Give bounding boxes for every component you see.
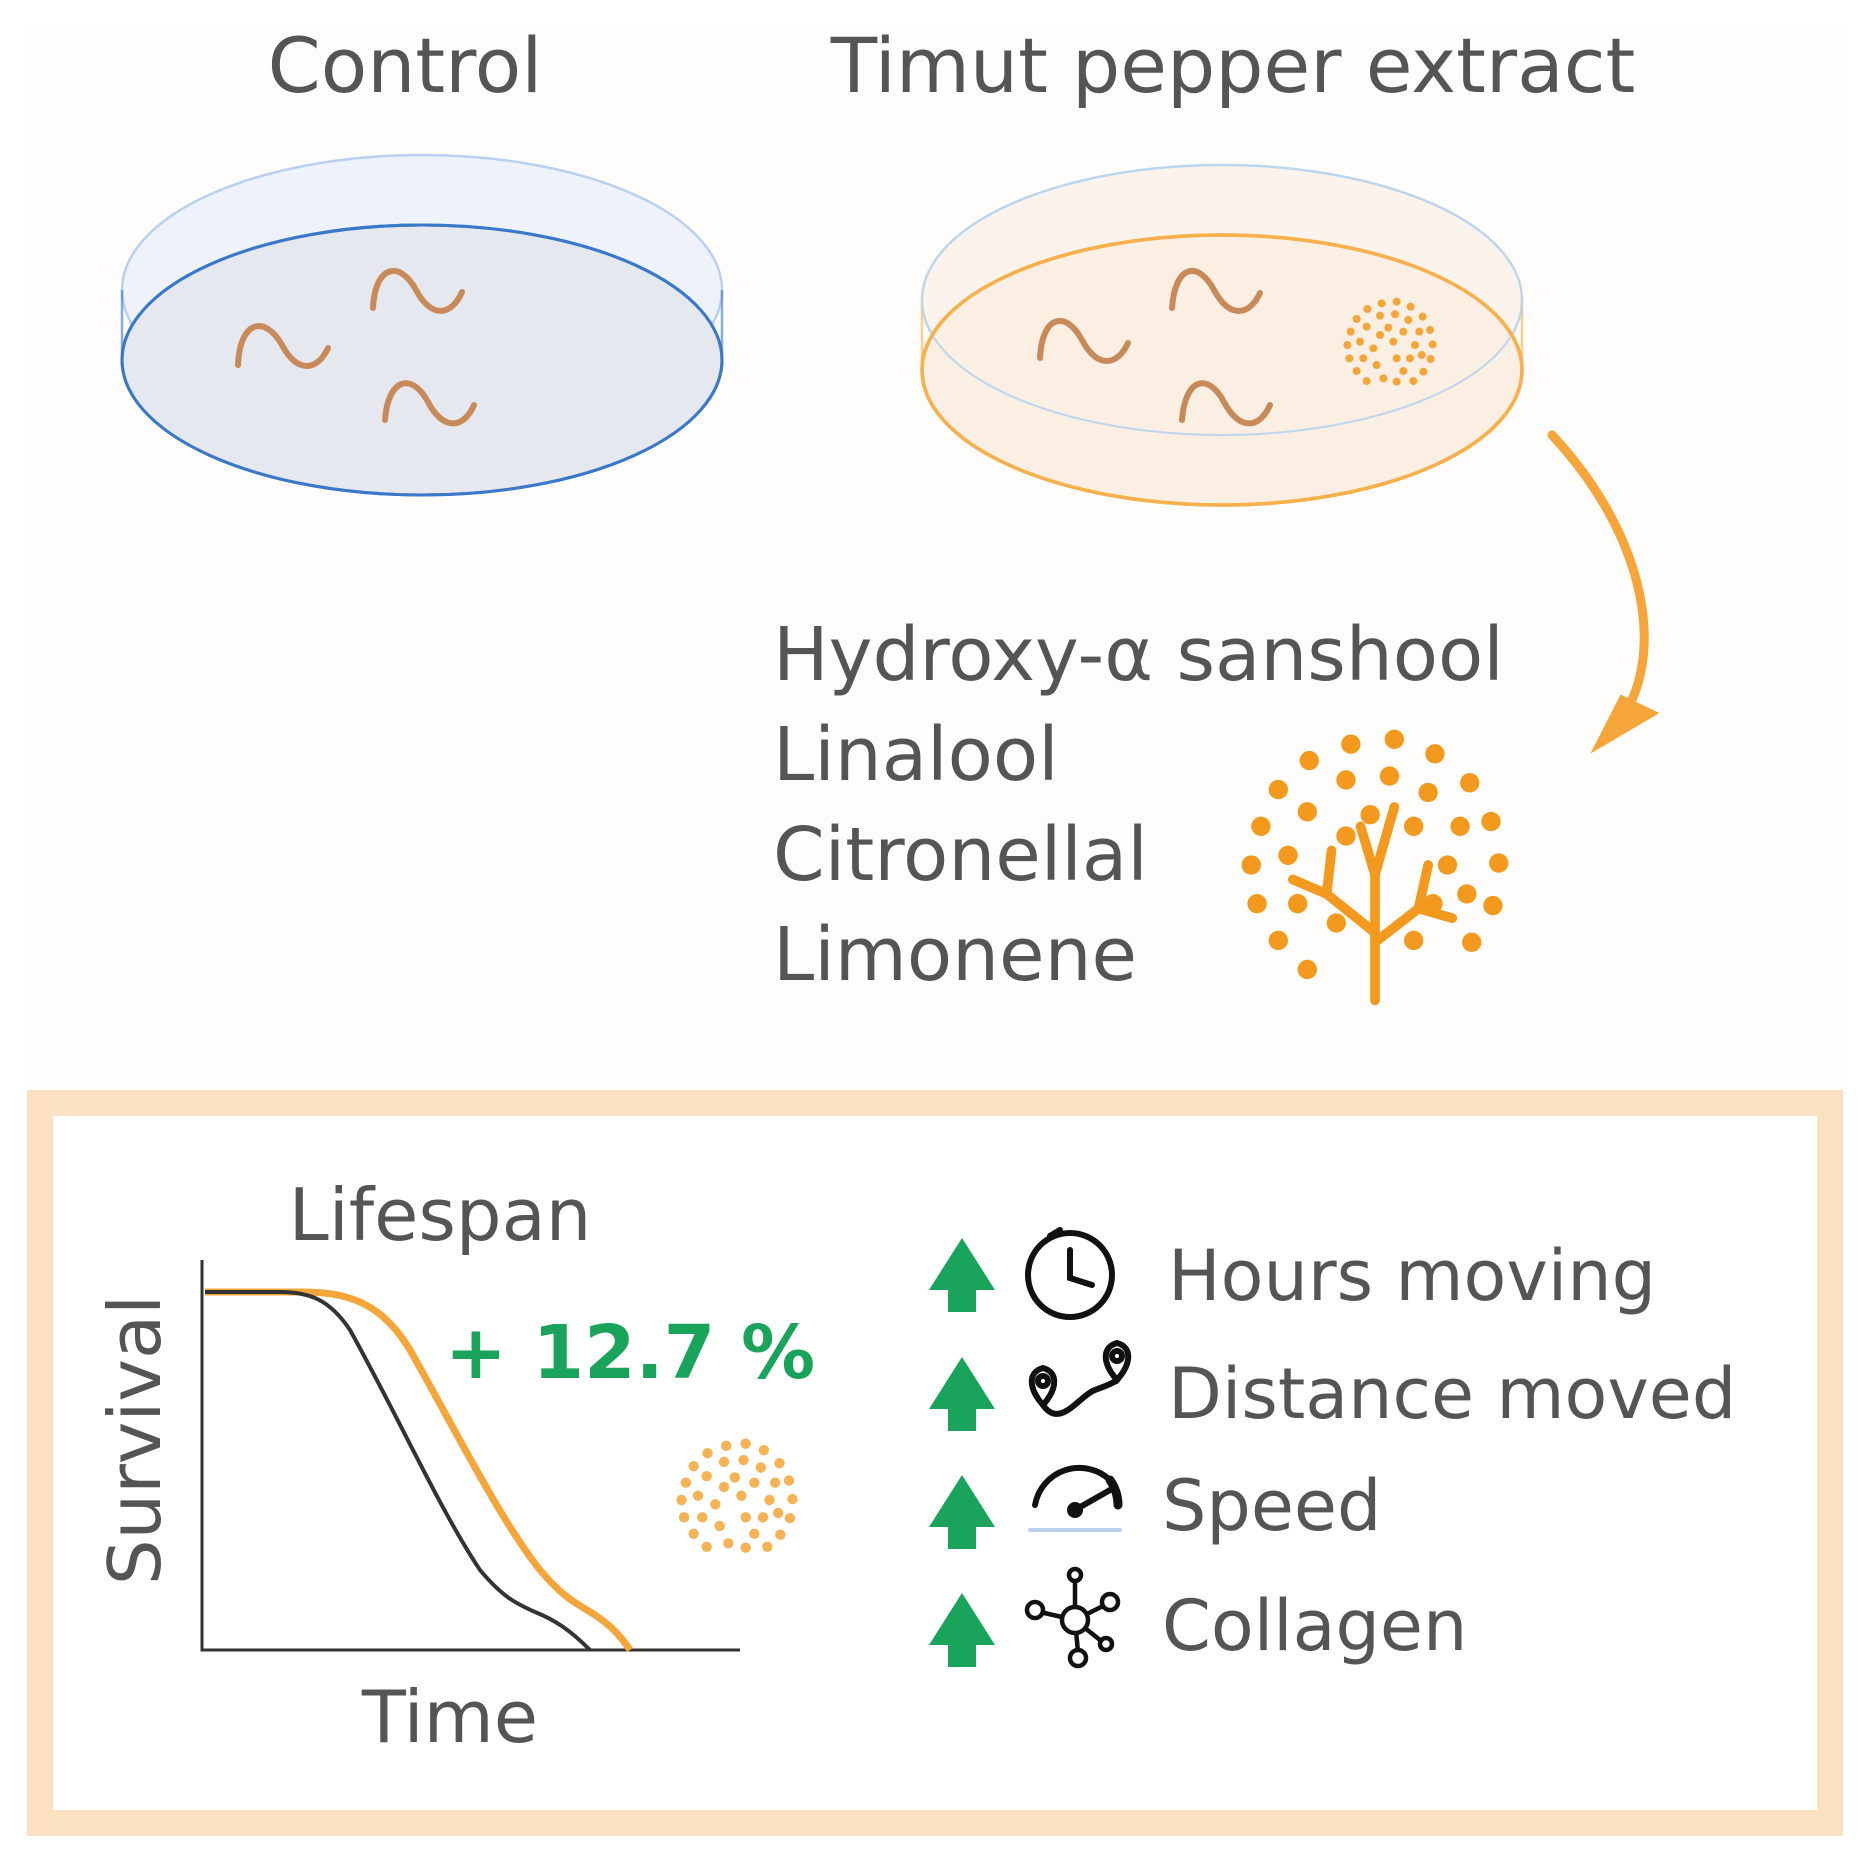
control-worms [235, 268, 477, 427]
effects-list: Hours moving Distance moved [929, 1227, 1736, 1669]
up-arrow-icon [929, 1593, 995, 1667]
effect-row: Hours moving [929, 1227, 1656, 1320]
lifespan-title: Lifespan [289, 1173, 592, 1257]
compound-item: Limonene [773, 912, 1137, 998]
compound-item: Hydroxy-α sanshool [773, 612, 1504, 698]
speedometer-icon [1028, 1464, 1123, 1532]
effect-row: Distance moved [929, 1339, 1736, 1435]
effect-row: Collagen [929, 1566, 1467, 1669]
compound-item: Citronellal [773, 812, 1148, 898]
effect-label: Hours moving [1168, 1235, 1656, 1317]
worm [1037, 318, 1131, 364]
effect-label: Collagen [1162, 1585, 1467, 1667]
worm [1169, 268, 1263, 314]
curved-arrow-icon [1547, 430, 1660, 754]
control-survival-curve [205, 1290, 592, 1652]
worm [1179, 380, 1273, 427]
control-label: Control [268, 21, 543, 110]
worm [382, 380, 477, 427]
treatment-petri-dish [920, 163, 1524, 507]
compound-item: Linalool [773, 712, 1059, 798]
treatment-worms [1037, 268, 1273, 427]
lifespan-increase-label: + 12.7 % [445, 1310, 815, 1396]
effect-label: Distance moved [1168, 1353, 1736, 1435]
route-pins-icon [1028, 1339, 1132, 1417]
chart-axes [200, 1260, 740, 1652]
up-arrow-icon [929, 1238, 995, 1312]
results-panel [27, 1090, 1843, 1836]
effect-label: Speed [1162, 1465, 1381, 1547]
worm [370, 268, 465, 314]
survival-axis-label: Survival [93, 1295, 177, 1585]
treatment-survival-curve [205, 1288, 633, 1652]
clock-icon [1025, 1227, 1115, 1320]
up-arrow-icon [929, 1357, 995, 1431]
effect-row: Speed [929, 1464, 1381, 1549]
up-arrow-icon [929, 1475, 995, 1549]
compound-list: Hydroxy-α sanshool Linalool Citronellal … [773, 612, 1504, 998]
treatment-label: Timut pepper extract [830, 21, 1636, 110]
control-petri-dish [120, 153, 724, 497]
lifespan-chart [200, 1260, 740, 1652]
worm [235, 323, 331, 369]
molecule-icon [1024, 1566, 1121, 1669]
time-axis-label: Time [361, 1675, 538, 1759]
